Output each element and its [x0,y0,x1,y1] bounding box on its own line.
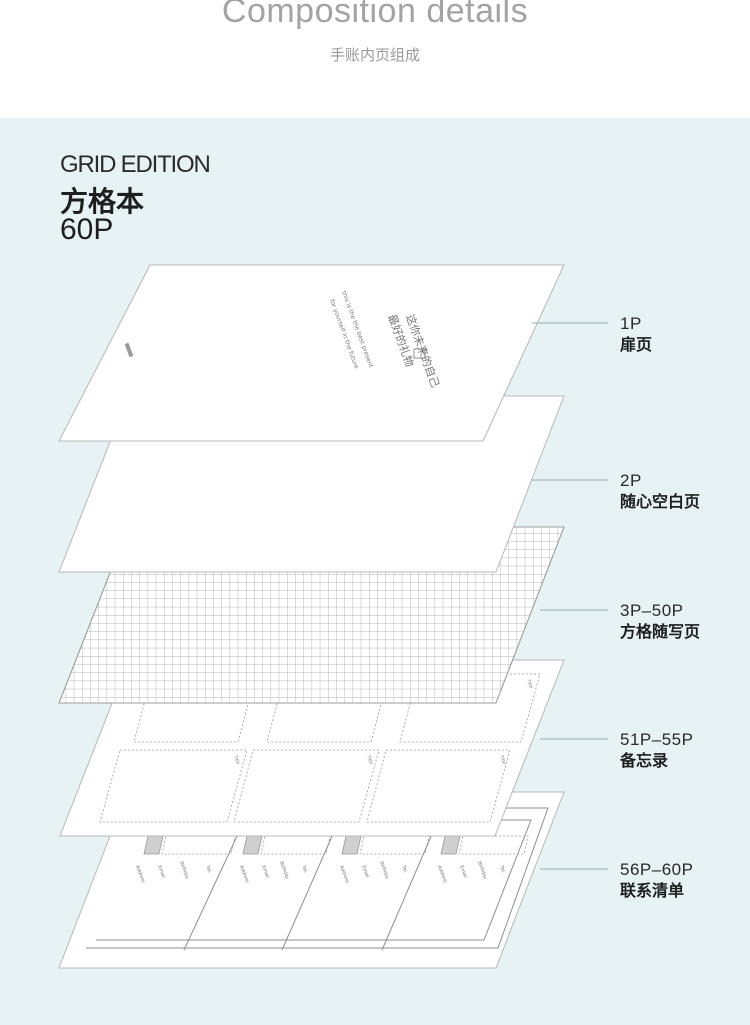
memo-field-label: Title [498,755,507,766]
layer-pages: 1P [620,314,642,333]
edition-page-count: 60P [60,213,114,246]
layer-label-2: 2P 随心空白页 [620,471,700,513]
contact-field-label: Email [156,865,166,879]
edition-cn-name: 方格本 [60,185,145,218]
layer-label-3: 3P–50P 方格随写页 [620,601,700,643]
layer-name: 联系清单 [620,881,685,900]
book-doodle-icon [413,348,426,359]
title-page-sheet: 这你未来的自己 最好的礼物 this is the the best prese… [58,264,565,442]
layer-label-4: 51P–55P 备忘录 [620,730,693,772]
contact-field-label: Tel. [300,865,308,874]
layer-pages: 3P–50P [620,601,684,620]
memo-field-label: Title [525,679,534,690]
memo-box [99,749,248,823]
contact-field-label: Tel. [204,865,212,874]
layer-pages: 2P [620,471,642,490]
header: Composition details 手账内页组成 [0,0,750,118]
contact-field-label: Email [360,865,370,879]
layer-label-1: 1P 扉页 [620,314,652,356]
layer-name: 备忘录 [620,751,669,770]
edition-name: GRID EDITION [60,151,211,178]
leader-lines [532,322,608,870]
contact-field-label: Tel. [498,865,506,874]
contact-field-label: Email [260,865,270,879]
layer-pages: 51P–55P [620,730,694,749]
contact-field-label: Email [458,865,468,879]
contact-field-label: Tel. [400,865,408,874]
memo-field-label: Title [232,755,241,766]
layer-name: 随心空白页 [620,492,701,511]
memo-box [233,749,380,823]
layer-name: 方格随写页 [620,622,701,641]
layer-name: 扉页 [620,335,653,354]
header-title: Composition details [221,0,529,30]
header-subtitle: 手账内页组成 [329,46,420,64]
layer-label-5: 56P–60P 联系清单 [620,860,693,902]
memo-field-label: Title [365,755,374,766]
logo-mark-icon [124,342,134,358]
layer-pages: 56P–60P [620,860,694,879]
